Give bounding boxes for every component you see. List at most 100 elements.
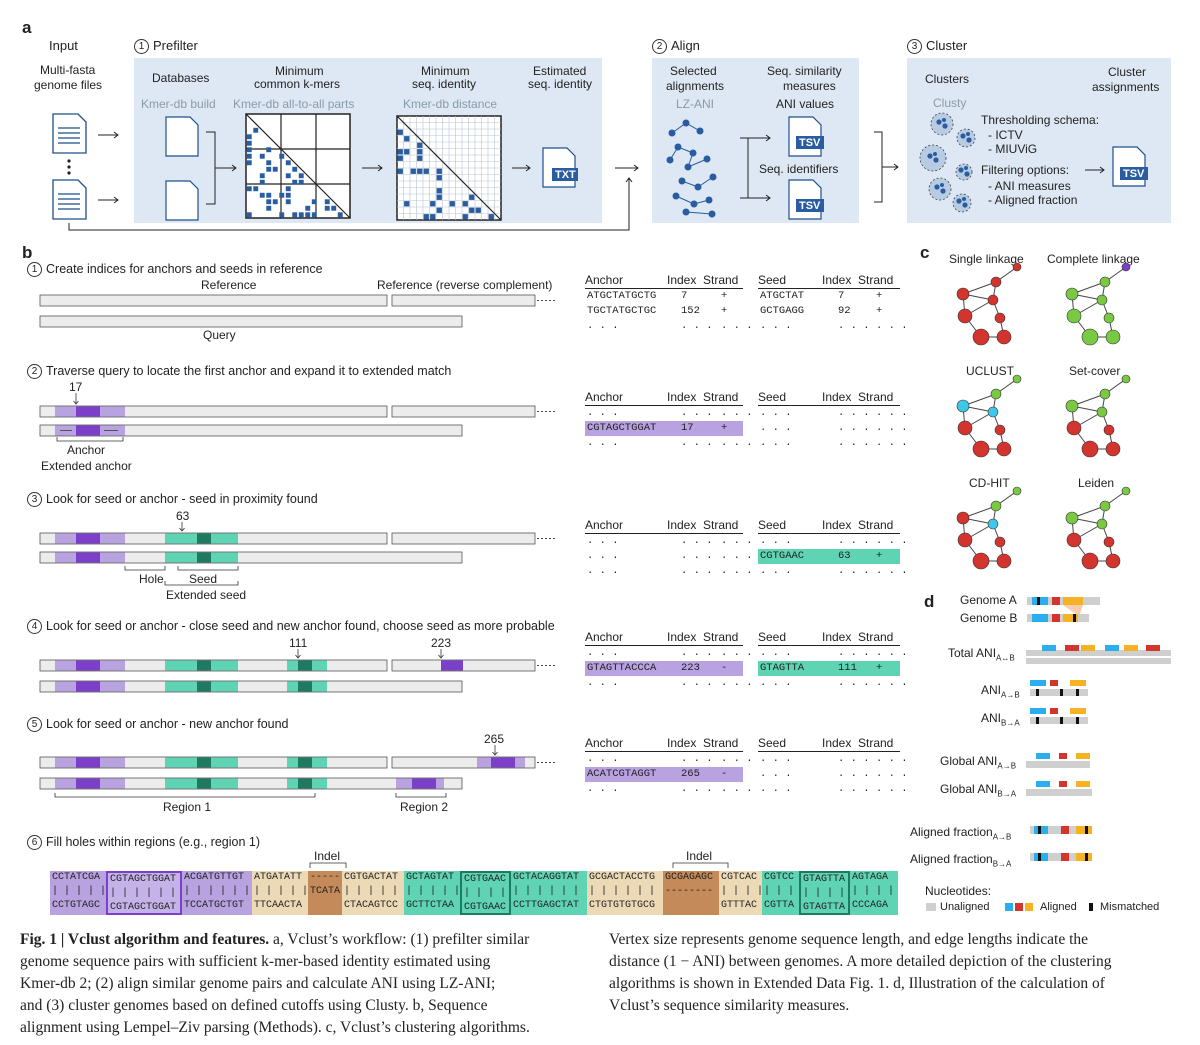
graph-edge bbox=[962, 505, 997, 519]
graph-edge bbox=[964, 411, 994, 429]
sequence-top: ----- bbox=[310, 872, 341, 883]
caption-line[interactable]: algorithms is shown in Extended Data Fig… bbox=[609, 975, 1105, 992]
genome-node bbox=[956, 511, 970, 525]
min-identity-label-2: seq. identity bbox=[412, 77, 477, 91]
genome-node bbox=[956, 287, 970, 301]
global-ba-text: Global ANI bbox=[940, 782, 998, 796]
table-cell: . . . bbox=[587, 753, 619, 765]
extended-anchor bbox=[55, 425, 125, 436]
graph-edge bbox=[1104, 378, 1127, 395]
seed bbox=[197, 757, 211, 768]
graph-edge bbox=[1073, 411, 1103, 429]
sequence-bottom: GCTTCTAA bbox=[406, 900, 455, 911]
column-header: Strand bbox=[703, 518, 739, 532]
caption-line: genome sequence pairs with sufficient k-… bbox=[20, 953, 491, 970]
table-cell: + bbox=[876, 662, 883, 674]
match-bars: | | | | | | | | bbox=[852, 886, 898, 897]
total-ani-label: Total ANIA↔B bbox=[948, 646, 1015, 662]
genome-node bbox=[957, 308, 973, 324]
column-header: Strand bbox=[858, 630, 894, 644]
sequence-bar bbox=[39, 551, 463, 564]
table-cell: . . . bbox=[587, 437, 619, 449]
graph-edge bbox=[995, 266, 1018, 283]
table-row: . . .. . .. . . bbox=[585, 534, 753, 549]
alignment-segment: GCTACAGGTAT| | | | | | | |CCTTGAGCTAT bbox=[511, 871, 587, 915]
cluster-graph bbox=[956, 374, 1022, 458]
table-cell: . . . bbox=[760, 407, 792, 419]
table-cell: . . . bbox=[721, 753, 753, 765]
cluster-title-text: Cluster bbox=[926, 38, 968, 53]
aligned-block bbox=[1070, 680, 1086, 686]
seq-similarity-2: measures bbox=[783, 79, 836, 93]
alignment-segment: CGTCAC| | | | | | | |GTTTAC bbox=[719, 871, 762, 915]
genome-node bbox=[1099, 276, 1111, 288]
caption-line: and (3) cluster genomes based on defined… bbox=[20, 997, 488, 1014]
table-cell: . . . bbox=[838, 422, 870, 434]
sequence-bottom: TTCAACTA bbox=[254, 900, 303, 911]
graph-edge bbox=[962, 517, 994, 525]
match-bars: | | | | | | | | bbox=[110, 888, 180, 899]
seed bbox=[298, 660, 312, 671]
genome-node bbox=[972, 328, 990, 346]
sequence-bar bbox=[391, 532, 536, 545]
subscript: B→A bbox=[1001, 718, 1020, 728]
table-cell: . . . bbox=[587, 647, 619, 659]
caption-line: Vertex size represents genome sequence l… bbox=[609, 931, 1089, 948]
graph-edge bbox=[964, 523, 994, 541]
graph-edge bbox=[964, 427, 982, 450]
table-cell: . . . bbox=[838, 437, 870, 449]
column-header: Anchor bbox=[585, 736, 624, 750]
genome-node bbox=[1099, 388, 1111, 400]
table-cell: . . . bbox=[587, 320, 619, 332]
aligned-block bbox=[1076, 853, 1092, 861]
column-header: Anchor bbox=[585, 390, 624, 404]
table-cell: . . . bbox=[838, 783, 870, 795]
seq-identifiers-label: Seq. identifiers bbox=[759, 162, 839, 176]
pos-265: 265 bbox=[484, 732, 505, 746]
step-text: Create indices for anchors and seeds in … bbox=[46, 262, 323, 276]
table-row: . . .. . .. . . bbox=[585, 549, 753, 564]
column-header: Index bbox=[667, 630, 697, 644]
table-cell: . . . bbox=[876, 647, 908, 659]
genome-node bbox=[990, 276, 1002, 288]
table-cell: . . . bbox=[681, 550, 713, 562]
sequence-top: GCGACTACCTG bbox=[589, 872, 656, 883]
table-cell: . . . bbox=[681, 565, 713, 577]
extended-anchor bbox=[396, 778, 444, 789]
sequence-bar bbox=[391, 756, 536, 769]
genome-node bbox=[1065, 399, 1079, 413]
af-ab-text: Aligned fraction bbox=[910, 825, 993, 839]
table-row: . . .. . .. . . bbox=[585, 646, 753, 661]
lzani-label: LZ-ANI bbox=[676, 97, 715, 111]
table-cell: 92 bbox=[838, 305, 851, 317]
algo-cd-hit: CD-HIT bbox=[969, 476, 1010, 490]
aligned-block bbox=[1050, 680, 1058, 686]
region-bracket bbox=[177, 566, 239, 571]
global-ab-text: Global ANI bbox=[940, 754, 998, 768]
mismatch-mark bbox=[1037, 597, 1040, 605]
mismatch-mark bbox=[1060, 717, 1063, 724]
alignment-segment: ATGATATT| | | | | | | |TTCAACTA bbox=[252, 871, 308, 915]
sequence-top: GCTAGTAT bbox=[406, 872, 455, 883]
mismatch-mark bbox=[1038, 853, 1041, 861]
query-label: Query bbox=[203, 328, 236, 342]
graph-edge bbox=[962, 293, 994, 301]
sequence-top: CGTCC bbox=[764, 872, 795, 883]
alignment-segment: GCGACTACCTG| | | | | | | |CTGTGTGTGCG bbox=[587, 871, 663, 915]
ani-ab-label: ANIA→B bbox=[981, 683, 1020, 699]
graph-edge bbox=[992, 411, 1001, 431]
table-cell: 265 bbox=[681, 768, 700, 780]
genome-node bbox=[1066, 308, 1082, 324]
aligned-block bbox=[1105, 645, 1119, 651]
subscript: A→B bbox=[1001, 690, 1020, 700]
table-cell: + bbox=[721, 422, 728, 434]
sequence-bottom: CCCAGA bbox=[852, 900, 889, 911]
genome-node bbox=[1103, 312, 1115, 324]
table-cell: + bbox=[721, 305, 728, 317]
table-cell: . . . bbox=[876, 437, 908, 449]
genome-node bbox=[1065, 287, 1079, 301]
